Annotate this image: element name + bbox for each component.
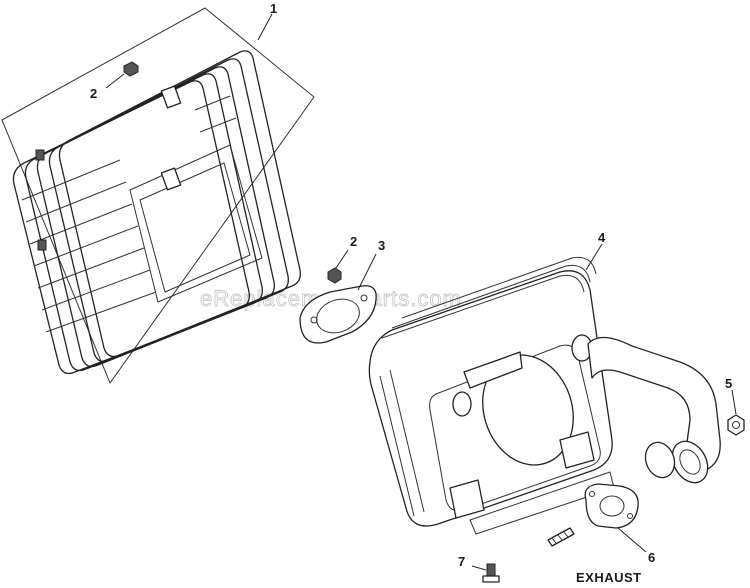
exhaust-label: EXHAUST <box>576 570 642 585</box>
callout-3: 3 <box>378 238 385 253</box>
callout-7: 7 <box>458 554 465 569</box>
muffler-part-4 <box>368 243 721 535</box>
nut-part-5 <box>727 389 745 436</box>
screw-part-7 <box>471 563 500 583</box>
exhaust-stud <box>547 527 575 547</box>
callout-1: 1 <box>270 1 277 16</box>
gasket-part-3 <box>299 253 377 344</box>
callout-5: 5 <box>725 376 732 391</box>
screw-part-2-upper <box>105 61 139 89</box>
nut-part-2-middle <box>327 249 349 284</box>
callout-4: 4 <box>598 230 606 245</box>
callout-2-upper: 2 <box>90 86 97 101</box>
callout-6: 6 <box>648 550 655 565</box>
exhaust-gasket-part-6 <box>584 483 647 553</box>
callout-2-middle: 2 <box>350 234 357 249</box>
wire-guard-part-1 <box>1 7 315 384</box>
